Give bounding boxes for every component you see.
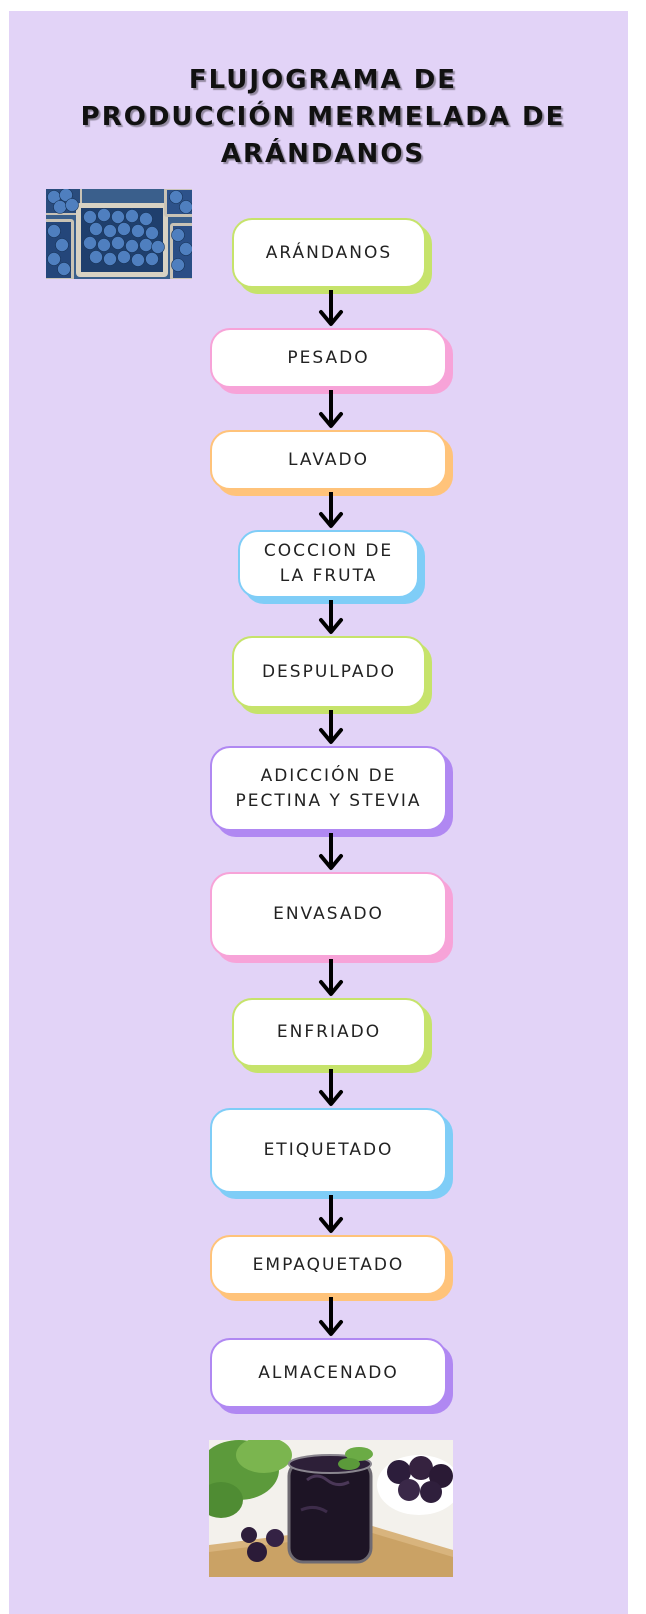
flow-step: ENVASADO xyxy=(210,872,453,963)
flow-step: EMPAQUETADO xyxy=(210,1235,453,1301)
flow-step-label: PESADO xyxy=(210,328,447,388)
blueberries-photo xyxy=(46,189,192,279)
flow-step: ENFRIADO xyxy=(232,998,432,1073)
title-line-2: PRODUCCIÓN MERMELADA DE xyxy=(80,102,566,132)
flow-step-label: ARÁNDANOS xyxy=(232,218,426,288)
flow-step: ARÁNDANOS xyxy=(232,218,432,294)
flow-step-label: DESPULPADO xyxy=(232,636,426,708)
flow-step: DESPULPADO xyxy=(232,636,432,714)
flow-step-label: ADICCIÓN DE PECTINA Y STEVIA xyxy=(210,746,447,831)
page-title: FLUJOGRAMA DE PRODUCCIÓN MERMELADA DE AR… xyxy=(0,62,646,173)
flow-step-label: ETIQUETADO xyxy=(210,1108,447,1193)
flow-step-label: COCCION DE LA FRUTA xyxy=(238,530,419,598)
flow-step: ADICCIÓN DE PECTINA Y STEVIA xyxy=(210,746,453,837)
flow-step: ALMACENADO xyxy=(210,1338,453,1414)
title-line-3: ARÁNDANOS xyxy=(220,139,426,169)
jam-jar-photo xyxy=(209,1440,453,1577)
title-line-1: FLUJOGRAMA DE xyxy=(188,65,458,95)
flow-step: ETIQUETADO xyxy=(210,1108,453,1199)
flow-step-label: LAVADO xyxy=(210,430,447,490)
flow-step-label: ENVASADO xyxy=(210,872,447,957)
flow-step-label: ENFRIADO xyxy=(232,998,426,1067)
flow-step: PESADO xyxy=(210,328,453,394)
flow-step-label: ALMACENADO xyxy=(210,1338,447,1408)
flow-step-label: EMPAQUETADO xyxy=(210,1235,447,1295)
jam-jar-illustration xyxy=(209,1440,453,1577)
flow-step: COCCION DE LA FRUTA xyxy=(238,530,425,604)
flow-step: LAVADO xyxy=(210,430,453,496)
blueberries-illustration xyxy=(46,189,192,279)
